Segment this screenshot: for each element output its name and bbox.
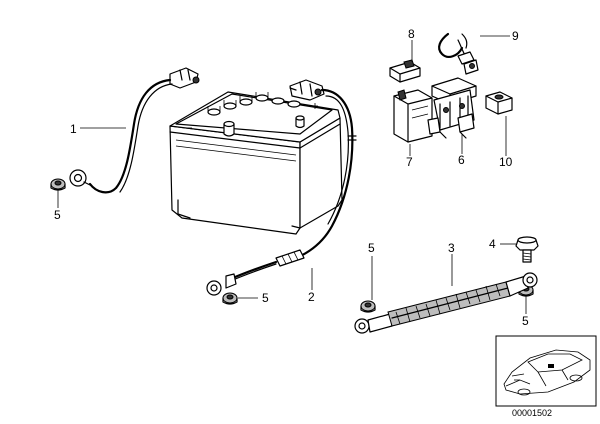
callout-4: 4: [489, 237, 496, 251]
part-5-nut-bottom: [222, 292, 238, 305]
part-9-wire-lead: [438, 32, 479, 75]
callout-3: 3: [448, 241, 455, 255]
callout-5-bottom: 5: [262, 291, 269, 305]
battery-terminal-negative: [223, 120, 235, 137]
callout-8: 8: [408, 27, 415, 41]
leader-lines: [57, 35, 527, 314]
callout-6: 6: [458, 153, 465, 167]
part-5-nut-left: [50, 178, 66, 191]
battery: [169, 91, 343, 235]
diagram-id: 00001502: [512, 408, 552, 418]
callout-5-right: 5: [522, 314, 529, 328]
callout-2: 2: [308, 290, 315, 304]
battery-location-marker: [548, 364, 554, 368]
callout-10: 10: [499, 155, 513, 169]
part-10-block: [485, 91, 513, 115]
callout-9: 9: [512, 29, 519, 43]
ring-terminal-part-2: [206, 273, 237, 296]
ring-terminal-part-1: [69, 169, 93, 187]
part-3-ground-strap: [354, 272, 538, 334]
callout-1: 1: [70, 122, 77, 136]
part-2-positive-cable: [206, 79, 357, 296]
vehicle-inset: [495, 335, 597, 407]
part-4-bolt: [515, 236, 539, 263]
part-1-ground-cable: [69, 67, 200, 194]
callout-7: 7: [406, 155, 413, 169]
callout-5-strap: 5: [368, 241, 375, 255]
part-6-junction-block: [427, 77, 477, 139]
part-8-terminal-cap: [389, 59, 421, 83]
callout-5-left: 5: [54, 208, 61, 222]
part-5-nut-strap: [360, 300, 376, 313]
car-icon: [503, 349, 591, 396]
part-7-cover: [393, 89, 433, 143]
connector-sleeve-part-2: [275, 249, 305, 267]
callouts: 1 2 3 4 5 5 5 5 6 7 8 9 10: [54, 27, 529, 328]
battery-terminal-positive: [295, 115, 305, 129]
battery-cell-caps: [207, 92, 301, 116]
